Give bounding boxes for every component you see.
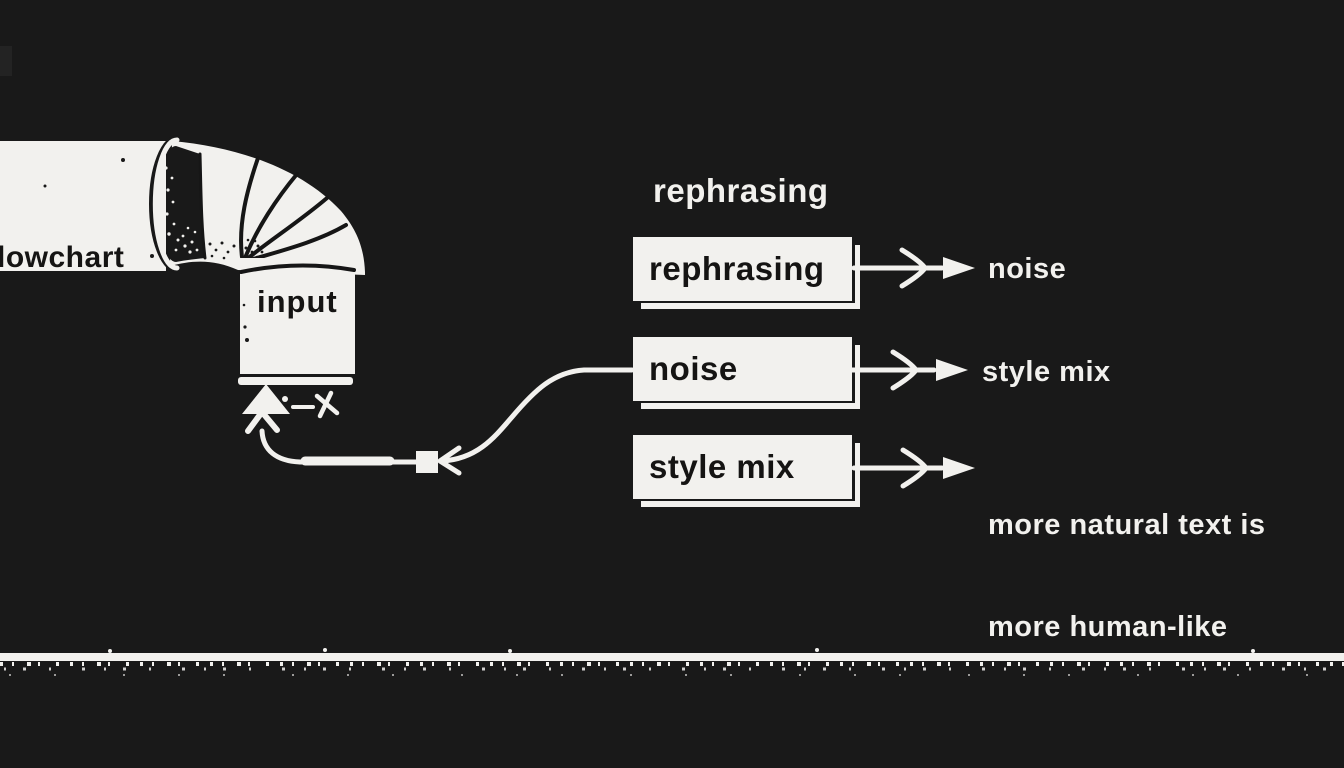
open-chevron-icon xyxy=(890,349,920,391)
result-line-1: more natural text is xyxy=(988,509,1266,541)
diagram-title: rephrasing xyxy=(653,172,829,209)
pipe-band-specks xyxy=(43,158,154,258)
cylinder-rim-bar xyxy=(238,377,353,385)
result-line-2: more human-like xyxy=(988,611,1228,643)
arrow-row-3 xyxy=(851,447,975,489)
flow-box-noise: noise xyxy=(633,337,860,409)
open-chevron-icon xyxy=(899,247,929,289)
left-arrowhead-icon xyxy=(437,445,462,476)
feedback-curve xyxy=(245,367,635,476)
pipe-cylinder xyxy=(240,258,355,374)
flow-box-label: rephrasing xyxy=(649,250,825,287)
flow-box-style-mix: style mix xyxy=(633,435,860,507)
connector-node-square xyxy=(416,451,438,473)
result-label-more-natural: more natural text is more human-like xyxy=(988,440,1266,712)
cylinder-specks xyxy=(242,303,249,342)
pipe-source-label: lowchart xyxy=(0,241,125,274)
corner-smudge xyxy=(0,46,12,76)
arrow-row-2 xyxy=(849,349,968,391)
flow-box-rephrasing: rephrasing xyxy=(633,237,860,309)
opening-rim-arc xyxy=(152,137,180,271)
solid-arrowhead-icon xyxy=(936,359,968,381)
speckle-texture xyxy=(0,662,1344,676)
x-strike-icon xyxy=(282,390,340,419)
open-chevron-icon xyxy=(900,447,930,489)
elbow-ridge-lines xyxy=(198,152,348,262)
bottom-border-bumps xyxy=(108,648,1255,653)
bottom-border-line xyxy=(0,653,1344,661)
up-arrow-icon xyxy=(242,384,290,414)
arrow-row-1 xyxy=(851,247,975,289)
pipe-elbow xyxy=(170,141,365,275)
result-label-style-mix: style mix xyxy=(982,356,1111,388)
solid-arrowhead-icon xyxy=(943,257,975,279)
pipe-band xyxy=(0,141,166,271)
up-arrowhead-icon xyxy=(245,409,280,434)
flow-box-label: style mix xyxy=(649,448,795,485)
bottom-border xyxy=(0,648,1344,676)
pipe-input-label: input xyxy=(257,284,338,319)
cylinder-seam xyxy=(239,263,356,274)
flow-box-label: noise xyxy=(649,350,738,387)
result-label-noise: noise xyxy=(988,253,1067,285)
solid-arrowhead-icon xyxy=(943,457,975,479)
